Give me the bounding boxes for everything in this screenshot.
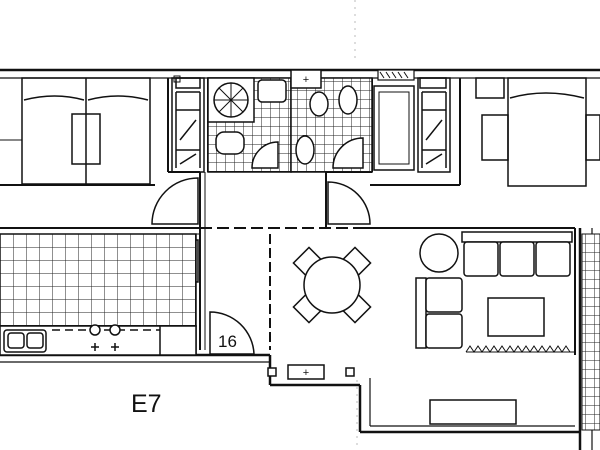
door-number: 16 xyxy=(218,332,237,351)
bed-right xyxy=(475,77,600,187)
balcony-strip xyxy=(581,233,600,431)
shower-icon xyxy=(173,75,181,83)
dining-table xyxy=(292,246,372,324)
bathroom-left xyxy=(207,77,292,173)
bathroom-right: + xyxy=(290,69,415,173)
wardrobe-right xyxy=(417,77,451,173)
svg-text:+: + xyxy=(303,367,309,379)
living-room-furniture xyxy=(415,231,573,425)
entrance-cabinet: + xyxy=(267,364,355,380)
svg-text:+: + xyxy=(303,74,309,86)
paper-edge-lines xyxy=(354,0,358,450)
kitchen-floor xyxy=(0,233,197,327)
unit-label: E7 xyxy=(131,390,162,418)
wardrobe-left xyxy=(171,77,205,173)
kitchen-counter xyxy=(0,324,197,356)
bed-left xyxy=(0,77,151,185)
rug-fringe xyxy=(465,345,574,353)
